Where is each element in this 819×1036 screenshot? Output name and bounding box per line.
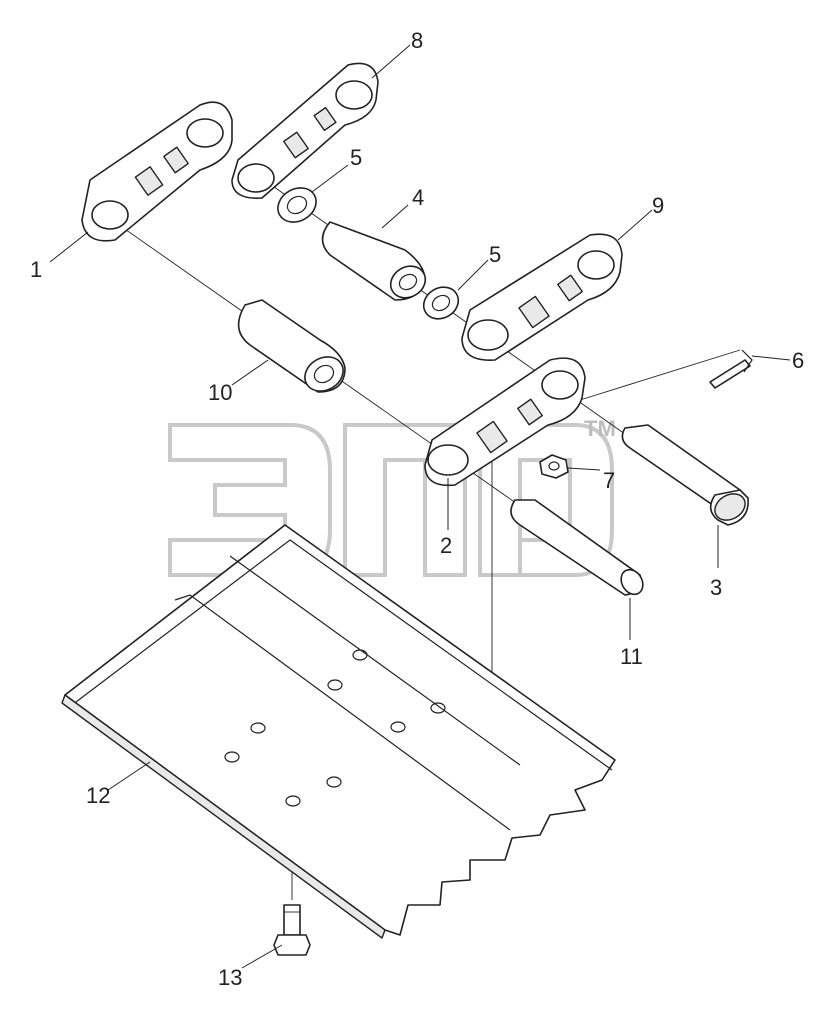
callout-4: 4: [412, 185, 424, 210]
link-plate-9: [461, 233, 623, 361]
watermark-tm: TM: [584, 416, 616, 441]
callout-13: 13: [218, 965, 242, 990]
bushing-4: [321, 221, 427, 301]
callout-7: 7: [603, 468, 615, 493]
callout-1: 1: [30, 257, 42, 282]
cotter-pin-6: [709, 349, 753, 389]
callout-11: 11: [620, 644, 643, 669]
pin-11: [510, 499, 644, 596]
callout-5-lower: 5: [489, 242, 501, 267]
callout-8: 8: [411, 28, 423, 53]
callout-6: 6: [792, 348, 804, 373]
seal-ring-5-lower: [422, 286, 460, 320]
master-pin-3: [621, 424, 749, 526]
bolt-13: [273, 904, 311, 956]
callout-12: 12: [86, 783, 110, 808]
bushing-10: [237, 299, 346, 393]
watermark-logo: TM: [168, 416, 616, 577]
callout-leaders: [49, 44, 791, 969]
link-plate-8: [231, 62, 379, 199]
callout-3: 3: [710, 575, 722, 600]
callout-2: 2: [440, 533, 452, 558]
track-shoe-12: [61, 524, 616, 939]
callout-5-upper: 5: [350, 145, 362, 170]
nut-7: [539, 454, 569, 479]
callout-9: 9: [652, 193, 664, 218]
link-plate-2: [424, 357, 586, 487]
seal-ring-5-upper: [277, 187, 317, 223]
callout-10: 10: [208, 380, 232, 405]
link-plate-1: [81, 101, 233, 242]
shoe-bolt-holes: [224, 649, 446, 807]
callout-labels: 1 2 3 4 5 5 6 7 8 9 10 11 12 13: [30, 28, 804, 990]
